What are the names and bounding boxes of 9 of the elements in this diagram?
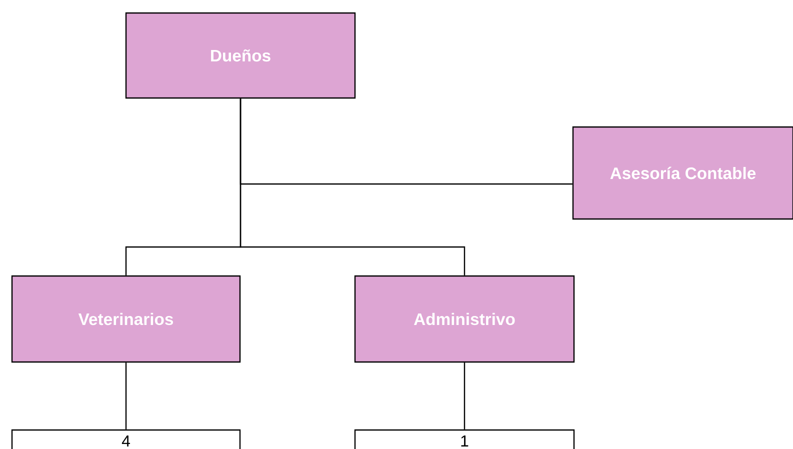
org-box: Veterinarios [11,275,241,363]
connector-line [125,362,127,430]
org-box: Administrivo [354,275,575,363]
org-box: Dueños [125,12,356,99]
count-box: 1 [354,429,575,449]
connector-line [464,362,466,430]
connector-line [240,98,466,276]
org-box: Asesoría Contable [572,126,793,220]
count-box: 4 [11,429,241,449]
